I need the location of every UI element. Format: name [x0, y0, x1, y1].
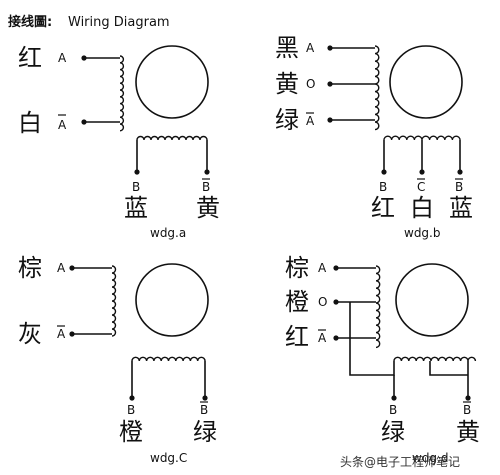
diagram-caption: wdg.b [404, 226, 440, 240]
diagram-b: 黑 A 黄 O 绿 A B C B 红 白 蓝 wdg.b [275, 34, 473, 240]
wire-color-label: 橙 [119, 418, 143, 446]
wire-color-label: 棕 [18, 254, 42, 282]
wire-color-label: 橙 [285, 288, 309, 316]
wire-color-label: 蓝 [124, 194, 148, 222]
wire-color-label: 绿 [381, 418, 405, 446]
pin-label: A [57, 261, 66, 275]
pin-label: B [379, 180, 387, 194]
pin-label: A [306, 114, 315, 128]
pin-label: A [306, 41, 315, 55]
diagram-caption: wdg.C [150, 451, 187, 465]
coil-winding [131, 356, 206, 362]
pin-label: B [389, 403, 397, 417]
terminal-dot [391, 395, 397, 401]
diagram-a: 红 A 白 A B B 蓝 黄 wdg.a [18, 44, 220, 240]
pin-label: B [202, 180, 210, 194]
wire-color-label: 棕 [285, 254, 309, 282]
diagram-caption: wdg.d [412, 451, 448, 465]
rotor-circle [135, 45, 209, 119]
pin-label: A [57, 327, 66, 341]
terminal-dot [457, 169, 463, 175]
wire-color-label: 绿 [193, 418, 217, 446]
wire [429, 361, 468, 376]
coil-winding [374, 45, 380, 131]
coil-winding [111, 265, 117, 337]
title-chinese: 接线圖: [8, 14, 52, 30]
rotor-circle [135, 263, 209, 337]
wire-color-label: 蓝 [449, 194, 473, 222]
pin-label: A [58, 51, 67, 65]
wire-color-label: 黄 [456, 418, 480, 446]
terminal-dot [465, 395, 471, 401]
terminal-dot [134, 169, 140, 175]
terminal-dot [381, 169, 387, 175]
title-english: Wiring Diagram [68, 15, 170, 30]
pin-label: O [306, 77, 315, 91]
wire-color-label: 白 [410, 194, 434, 222]
rotor-circle [389, 45, 463, 119]
terminal-dot [129, 395, 135, 401]
wire-color-label: 红 [371, 194, 395, 222]
pin-label: B [455, 180, 463, 194]
watermark: 头条@电子工程师笔记 [340, 454, 460, 469]
terminal-dot [419, 169, 425, 175]
wire-color-label: 红 [285, 323, 309, 351]
coil-winding [136, 135, 208, 141]
coil-winding [375, 265, 381, 349]
wire-color-label: 黄 [196, 194, 220, 222]
coil-winding [393, 356, 477, 362]
wire-color-label: 绿 [275, 106, 299, 134]
pin-label: B [463, 403, 471, 417]
pin-label: A [318, 331, 327, 345]
terminal-dot [202, 395, 208, 401]
rotor-circle [395, 263, 469, 337]
wire-color-label: 红 [18, 44, 42, 72]
pin-label: O [318, 295, 327, 309]
diagram-caption: wdg.a [150, 226, 186, 240]
pin-label: B [200, 403, 208, 417]
coil-winding [119, 55, 125, 132]
pin-label: A [318, 261, 327, 275]
pin-label: C [417, 180, 425, 194]
pin-label: B [132, 180, 140, 194]
diagram-d: 棕 A 橙 O 红 A B B 绿 黄 wdg.d [285, 254, 480, 465]
wire-color-label: 白 [18, 109, 42, 137]
wire-color-label: 灰 [18, 320, 42, 348]
coil-winding [383, 135, 461, 141]
pin-label: A [58, 118, 67, 132]
wire-color-label: 黄 [275, 70, 299, 98]
pin-label: B [127, 403, 135, 417]
wire-color-label: 黑 [275, 34, 299, 62]
terminal-dot [204, 169, 210, 175]
wire [349, 302, 395, 376]
diagram-c: 棕 A 灰 A B B 橙 绿 wdg.C [18, 254, 217, 465]
